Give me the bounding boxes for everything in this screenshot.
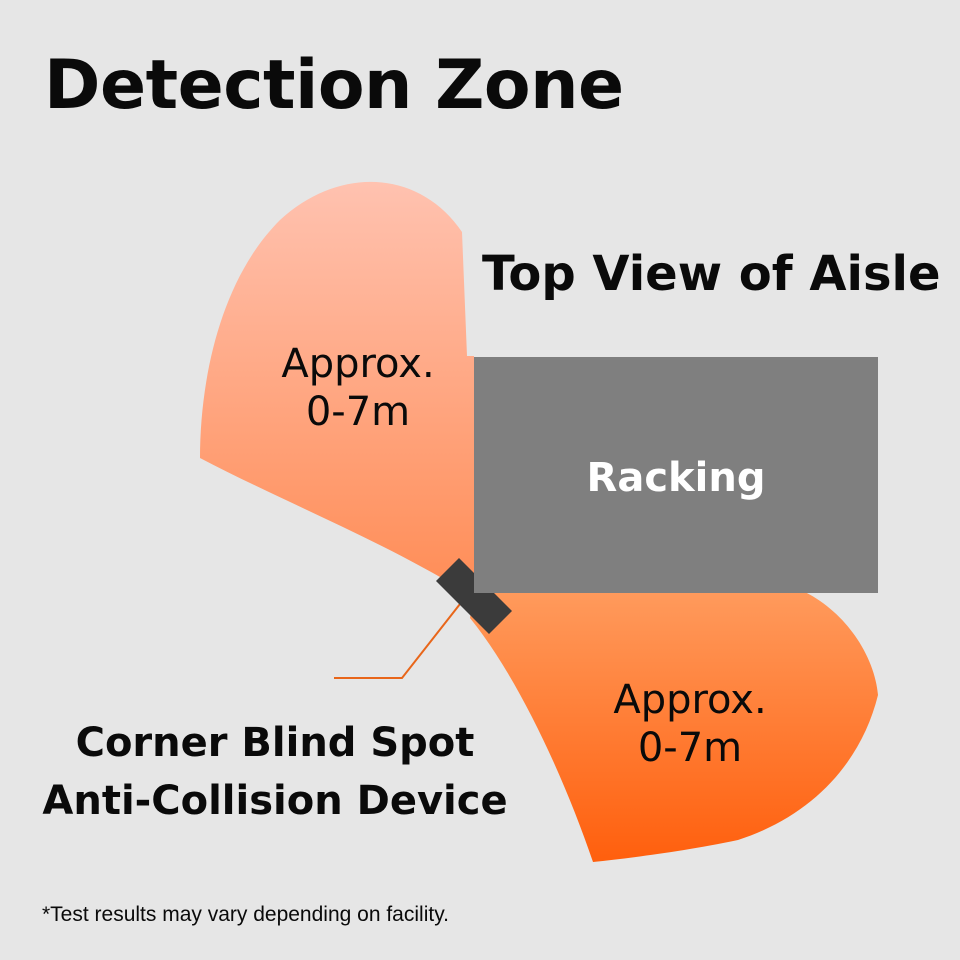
device-label: Corner Blind Spot Anti-Collision Device	[40, 714, 510, 830]
anti-collision-device	[436, 558, 512, 634]
page-title: Detection Zone	[44, 46, 624, 125]
detection-zone-lower	[470, 592, 878, 862]
detection-zone-upper	[200, 181, 474, 599]
device-label-line1: Corner Blind Spot	[75, 720, 475, 766]
device-label-line2: Anti-Collision Device	[42, 778, 508, 824]
zone-label-upper: Approx. 0-7m	[258, 340, 458, 436]
zone-label-lower-line2: 0-7m	[637, 725, 743, 771]
zone-label-upper-line1: Approx.	[281, 341, 435, 387]
footnote: *Test results may vary depending on faci…	[42, 903, 449, 926]
device-leader-line	[334, 603, 461, 679]
zone-label-upper-line2: 0-7m	[305, 389, 411, 435]
zone-label-lower: Approx. 0-7m	[590, 676, 790, 772]
diagram-subtitle: Top View of Aisle	[482, 246, 941, 302]
racking-block: Racking	[474, 357, 878, 593]
racking-label: Racking	[586, 455, 766, 501]
zone-label-lower-line1: Approx.	[613, 677, 767, 723]
